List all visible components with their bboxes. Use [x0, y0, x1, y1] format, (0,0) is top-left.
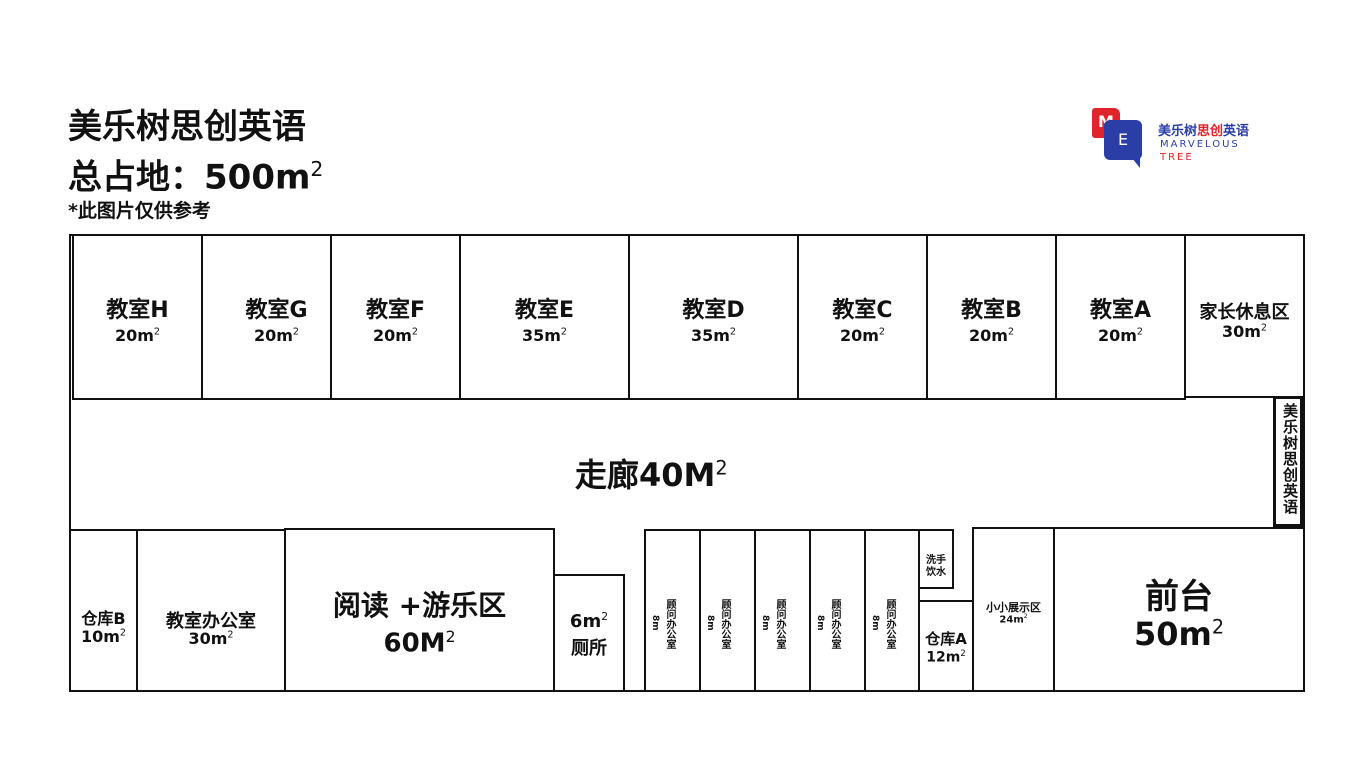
room-area: 20m2	[253, 326, 300, 345]
consultant-office-1: 顾问办公室 8m	[644, 529, 701, 692]
logo-en-1: MARVELOUS	[1160, 139, 1240, 150]
room-name: 阅读 +游乐区	[332, 589, 507, 622]
total-area-sup: 2	[310, 157, 324, 181]
reception: 前台 50m2	[1053, 527, 1305, 692]
side-sign: 美乐树思创英语	[1273, 396, 1303, 527]
room-area: 6m2	[569, 610, 609, 632]
corridor-label: 走廊40M2	[575, 456, 728, 494]
room-label: 顾问办公室	[664, 599, 675, 649]
room-area: 20m2	[1097, 326, 1144, 345]
room-area: 8m	[650, 615, 660, 631]
logo-mark-blue: E	[1104, 120, 1142, 160]
total-area: 总占地：500m2	[68, 148, 323, 198]
room-area: 10m2	[80, 627, 127, 646]
consultant-office-3: 顾问办公室 8m	[754, 529, 811, 692]
room-name: 教室C	[832, 298, 893, 323]
room-name: 家长休息区	[1199, 302, 1290, 323]
room-area: 20m2	[968, 326, 1015, 345]
storage-b: 仓库B 10m2	[69, 529, 138, 692]
wash-water-station: 洗手 饮水	[918, 529, 954, 589]
logo-name-1: 美乐树	[1158, 124, 1198, 139]
room-name: 仓库B	[81, 609, 126, 628]
classroom-c: 教室C 20m2	[797, 234, 928, 400]
side-sign-text: 美乐树思创英语	[1281, 403, 1299, 515]
room-name-2: 饮水	[926, 567, 946, 578]
brand-logo: M E 美乐树思创英语 MARVELOUS TREE	[1092, 108, 1264, 174]
consultant-office-5: 顾问办公室 8m	[864, 529, 920, 692]
storage-a: 仓库A 12m2	[918, 600, 974, 692]
room-area: 60M2	[383, 628, 456, 659]
logo-name: 美乐树思创英语	[1158, 120, 1249, 139]
room-name: 前台	[1145, 577, 1213, 617]
classroom-a: 教室A 20m2	[1055, 234, 1186, 400]
room-name: 教室G	[245, 298, 308, 323]
room-name: 厕所	[571, 638, 607, 659]
classroom-h: 教室H 20m2	[72, 234, 203, 400]
consultant-office-4: 顾问办公室 8m	[809, 529, 866, 692]
reference-note: *此图片仅供参考	[68, 200, 211, 222]
logo-name-3: 英语	[1223, 124, 1250, 139]
room-label: 顾问办公室	[829, 599, 840, 649]
room-name: 教室F	[365, 298, 426, 323]
room-name: 教室D	[682, 298, 745, 323]
room-area: 35m2	[521, 326, 568, 345]
room-area: 8m	[815, 615, 825, 631]
logo-name-2: 思创	[1197, 124, 1224, 139]
room-area: 30m2	[188, 629, 234, 648]
room-area: 35m2	[690, 326, 737, 345]
total-area-text: 总占地：500m	[68, 157, 311, 198]
room-name: 小小展示区	[986, 601, 1041, 614]
consultant-office-2: 顾问办公室 8m	[699, 529, 756, 692]
room-name: 教室B	[961, 298, 1022, 323]
logo-mark-bottom: E	[1117, 130, 1129, 149]
room-area: 8m	[705, 615, 715, 631]
room-area: 12m2	[926, 648, 966, 666]
room-label: 顾问办公室	[719, 599, 730, 649]
room-area: 24m2	[999, 613, 1028, 626]
page-title: 美乐树思创英语	[68, 107, 306, 147]
classroom-e: 教室E 35m2	[459, 234, 630, 400]
room-name: 教室A	[1089, 298, 1152, 323]
classroom-d: 教室D 35m2	[628, 234, 799, 400]
room-area: 20m2	[372, 326, 419, 345]
classroom-b: 教室B 20m2	[926, 234, 1057, 400]
reading-play-area: 阅读 +游乐区 60M2	[284, 528, 555, 692]
logo-en-2: TREE	[1160, 152, 1194, 163]
room-area: 8m	[760, 615, 770, 631]
room-area: 8m	[870, 615, 880, 631]
classroom-f: 教室F 20m2	[330, 234, 461, 400]
room-name-1: 洗手	[926, 555, 946, 566]
room-label: 顾问办公室	[884, 599, 895, 649]
room-area: 20m2	[839, 326, 886, 345]
room-name: 教室E	[514, 298, 575, 323]
room-label: 顾问办公室	[774, 599, 785, 649]
room-name: 教室H	[106, 298, 169, 323]
parent-lounge: 家长休息区 30m2	[1184, 234, 1305, 398]
room-name: 教室办公室	[166, 611, 256, 632]
toilet: 6m2 厕所	[553, 574, 625, 692]
room-area: 50m2	[1133, 615, 1225, 653]
room-area: 30m2	[1221, 322, 1268, 341]
room-name: 仓库A	[925, 630, 967, 648]
classroom-g: 教室G 20m2	[201, 234, 332, 400]
display-area: 小小展示区 24m2	[972, 527, 1055, 692]
logo-mark-tail	[1132, 158, 1140, 168]
room-area: 20m2	[114, 326, 161, 345]
classroom-office: 教室办公室 30m2	[136, 529, 286, 692]
